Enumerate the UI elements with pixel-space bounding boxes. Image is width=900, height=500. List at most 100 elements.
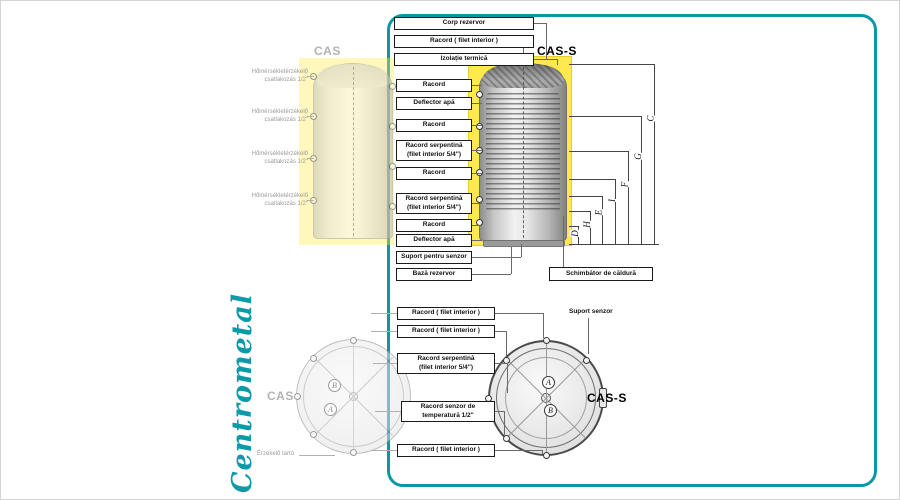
port-fitting: [389, 83, 396, 90]
callout-corp-rezervor: Corp rezervor: [394, 17, 534, 30]
callout-racord-serpentina: Racord serpentină (filet interior 5/4"): [396, 193, 472, 214]
leader-line: [307, 158, 314, 159]
leader-line: [543, 313, 544, 338]
leader-line: [375, 411, 401, 412]
cas-s-highlight-frame: [387, 14, 877, 487]
sensor-connection-label-hu: Hőmérsékletérzékelő csatlakozás 1/2": [251, 193, 308, 207]
port-fitting: [389, 203, 396, 210]
dimension-letter-g: G: [632, 153, 644, 160]
leader-line: [563, 216, 564, 267]
tank-cas-s-front: [476, 57, 567, 241]
leader-line: [472, 225, 482, 226]
port-letter-b: B: [328, 379, 341, 392]
callout-racord-senzor-temperatura: Racord senzor de temperatură 1/2": [401, 401, 495, 422]
dimension-line-c: [654, 64, 655, 244]
leader-line: [534, 59, 557, 60]
model-label-cas-front: CAS: [314, 44, 341, 58]
leader-line: [472, 85, 482, 86]
callout-izolatie-termica: Izolație termică: [394, 53, 534, 66]
callout-baza-rezervor: Bază rezervor: [396, 268, 472, 281]
dimension-letter-e: E: [593, 209, 605, 216]
port-fitting: [350, 449, 357, 456]
dimension-letter-f: F: [619, 181, 631, 188]
leader-line: [472, 103, 482, 104]
leader-line: [495, 411, 504, 412]
brand-logo-text: Centrometal: [227, 293, 258, 493]
port-fitting: [543, 337, 550, 344]
top-view-cas: B A: [294, 337, 411, 456]
tank-body: [313, 63, 393, 239]
callout-suport-senzor: Suport pentru senzor: [396, 251, 472, 264]
leader-line: [371, 331, 397, 332]
port-fitting: [476, 91, 483, 98]
leader-line: [371, 313, 397, 314]
tank-base: [483, 240, 565, 247]
support-sensor-label: Suport senzor: [569, 308, 613, 315]
port-fitting: [476, 123, 483, 130]
port-fitting: [350, 337, 357, 344]
port-letter-a: A: [324, 403, 337, 416]
dimension-extension-line: [569, 151, 628, 152]
dimension-line-f: [628, 151, 629, 244]
dimension-baseline: [569, 244, 659, 245]
leader-line: [523, 41, 524, 58]
diameter-line: [546, 342, 547, 454]
dimension-line-g: [641, 116, 642, 244]
leader-line: [495, 331, 506, 332]
port-letter-b: B: [544, 404, 557, 417]
callout-racord-filet-interior: Racord ( filet interior ): [394, 35, 534, 48]
dimension-extension-line: [569, 196, 602, 197]
leader-line: [472, 203, 482, 204]
port-fitting: [543, 452, 550, 459]
callout-racord: Racord: [396, 219, 472, 232]
model-label-cas-top: CAS: [267, 389, 294, 403]
dimension-line-e: [602, 196, 603, 244]
port-fitting: [310, 355, 317, 362]
leader-line: [307, 200, 314, 201]
leader-line: [373, 363, 397, 364]
top-view-cas-s: A B: [485, 337, 607, 459]
leader-line: [472, 173, 482, 174]
dimension-extension-line: [569, 179, 615, 180]
sensor-connection-label-hu: Hőmérsékletérzékelő csatlakozás 1/2": [251, 69, 308, 83]
leader-line: [507, 363, 508, 393]
callout-deflector-apa: Deflector apă: [396, 97, 472, 110]
callout-deflector-apa: Deflector apă: [396, 234, 472, 247]
port-fitting: [310, 431, 317, 438]
leader-line: [472, 240, 482, 241]
dimension-extension-line: [569, 211, 590, 212]
callout-racord: Racord: [396, 79, 472, 92]
sensor-connection-label-hu: Hőmérsékletérzékelő csatlakozás 1/2": [251, 109, 308, 123]
dimension-line-i: [615, 179, 616, 244]
port-letter-a: A: [542, 376, 555, 389]
dimension-extension-line: [569, 64, 654, 65]
model-label-cas-s-front: CAS-S: [537, 44, 577, 58]
model-label-cas-s-top: CAS-S: [587, 391, 627, 405]
leader-line: [504, 411, 505, 435]
port-fitting: [476, 196, 483, 203]
callout-racord-filet-interior: Racord ( filet interior ): [397, 307, 495, 320]
dimension-extension-line: [569, 226, 578, 227]
leader-line: [371, 450, 397, 451]
leader-line: [472, 125, 482, 126]
leader-line: [495, 450, 542, 451]
callout-racord-filet-interior: Racord ( filet interior ): [397, 325, 495, 338]
leader-line: [542, 450, 543, 454]
port-fitting: [476, 169, 483, 176]
callout-racord-filet-interior: Racord ( filet interior ): [397, 444, 495, 457]
leader-line: [521, 244, 522, 257]
sensor-holder-label-hu: Érzékelő tartó: [257, 451, 295, 457]
tank-centerline: [523, 67, 524, 238]
side-flange: [599, 388, 607, 408]
diameter-line: [353, 341, 354, 452]
leader-line: [511, 247, 512, 274]
sensor-connection-label-hu: Hőmérsékletérzékelő csatlakozás 1/2": [251, 151, 308, 165]
leader-line: [588, 318, 589, 354]
leader-line: [307, 76, 314, 77]
leader-line: [534, 23, 546, 24]
callout-racord: Racord: [396, 167, 472, 180]
tank-dome: [316, 64, 390, 88]
dimension-letter-d: D: [569, 230, 581, 237]
leader-line: [472, 274, 511, 275]
